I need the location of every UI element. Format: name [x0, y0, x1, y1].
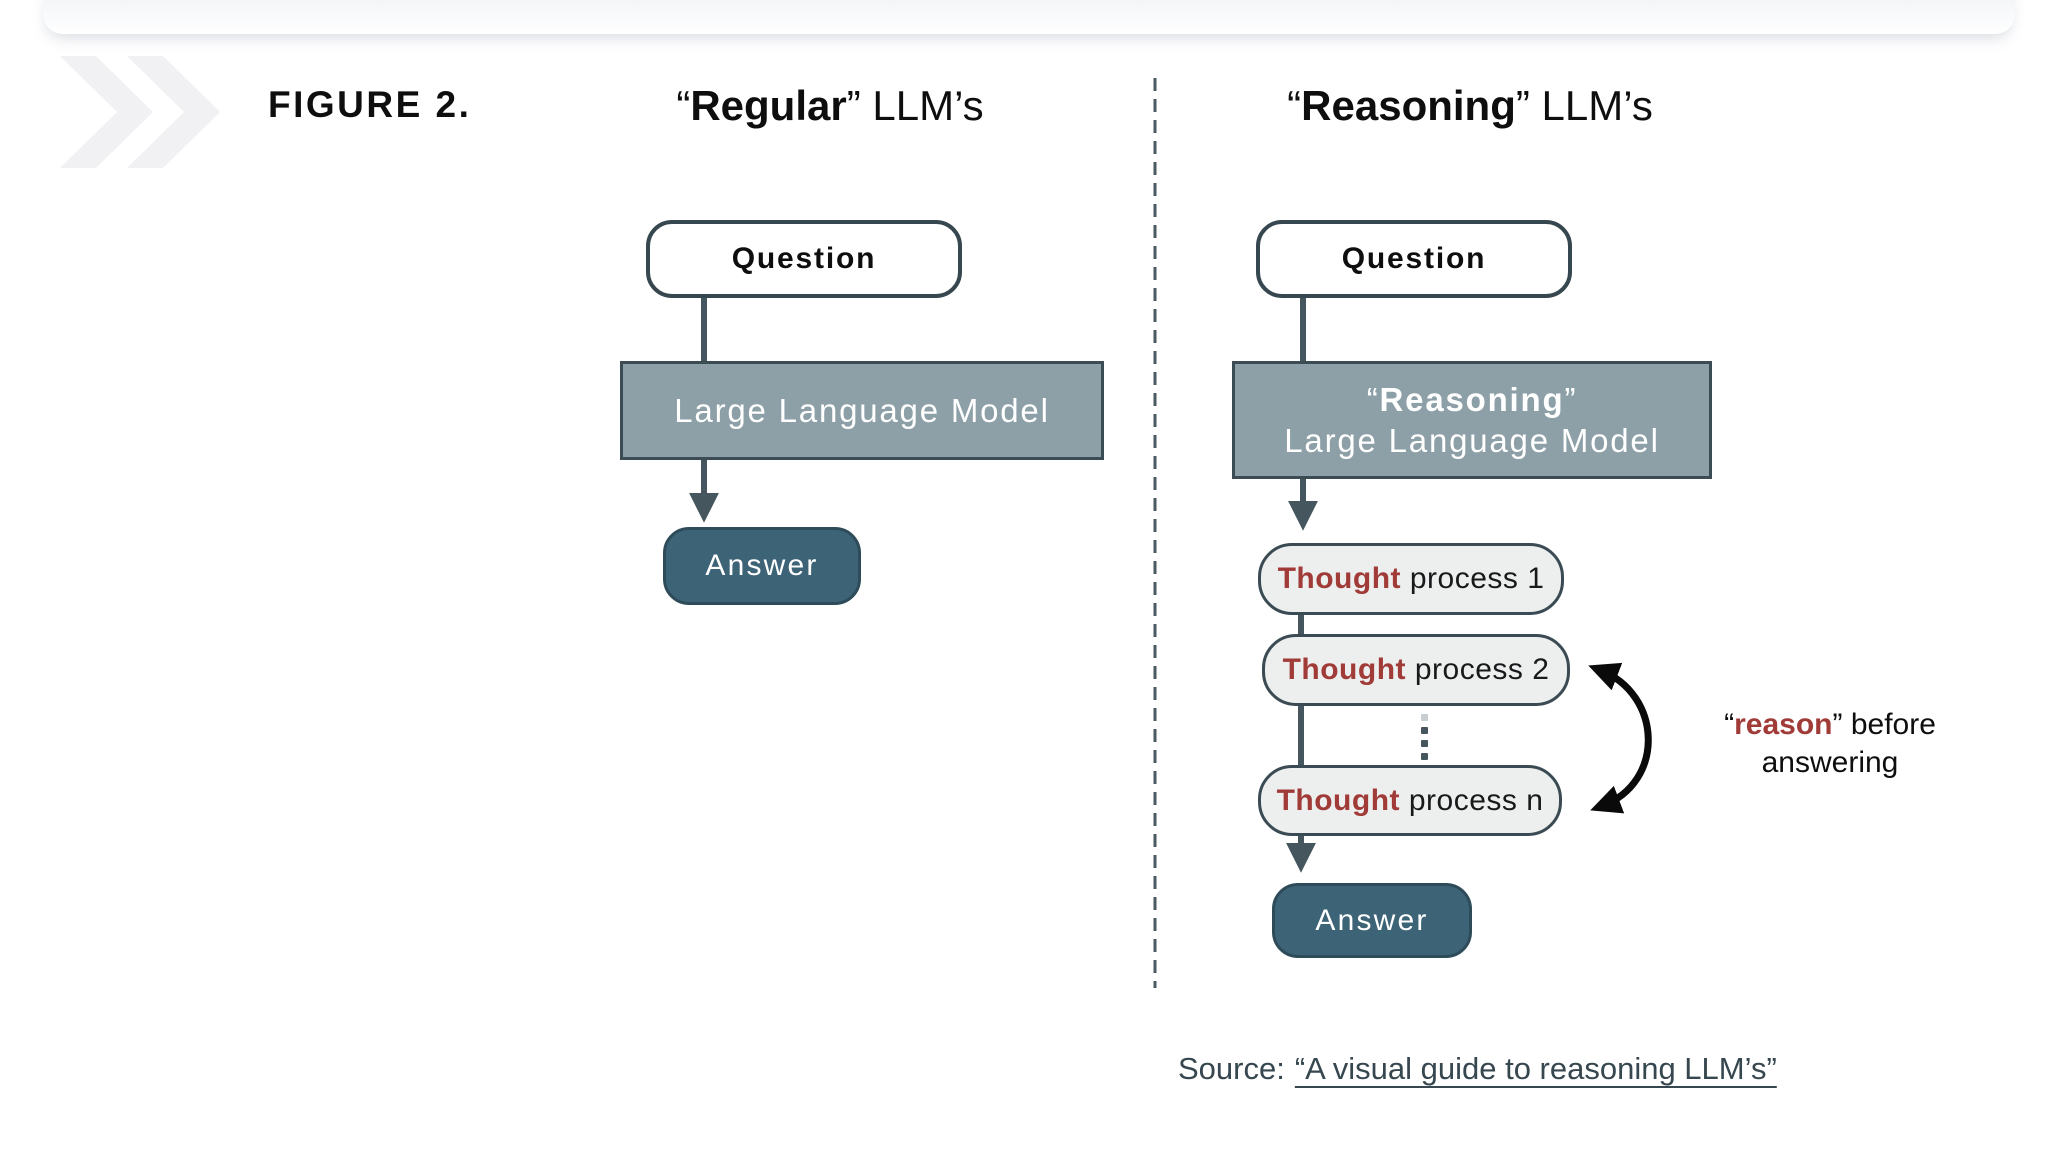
double-chevron-icon — [60, 56, 220, 168]
question-box-right: Question — [1256, 220, 1572, 298]
dot — [1421, 740, 1428, 747]
text-segment: LLM’s — [1529, 82, 1653, 129]
source-line: Source: “A visual guide to reasoning LLM… — [1178, 1051, 1777, 1087]
text-segment: process 2 — [1406, 653, 1550, 686]
reasoning-llm-box: “Reasoning” Large Language Model — [1232, 361, 1712, 479]
figure-label: FIGURE 2. — [268, 84, 472, 125]
text-segment: ” — [846, 82, 861, 129]
thought-label: Thought process 1 — [1278, 562, 1545, 596]
text-segment: ” — [1832, 708, 1843, 741]
text-segment: Regular — [690, 82, 847, 129]
text-segment: Reasoning — [1301, 82, 1516, 129]
text-segment: Thought — [1282, 653, 1407, 686]
llm-label-line1: “Reasoning” — [1284, 379, 1659, 420]
text-segment: process 1 — [1401, 562, 1545, 595]
thought-process-n-box: Thought process n — [1258, 765, 1562, 836]
thought-process-2-box: Thought process 2 — [1262, 634, 1570, 706]
text-segment: before — [1842, 708, 1936, 741]
thought-label: Thought process 2 — [1283, 653, 1550, 687]
llm-label-line2: Large Language Model — [1284, 422, 1660, 459]
answer-label: Answer — [705, 549, 819, 582]
reason-loop-arrow — [1588, 662, 1652, 814]
right-panel-heading: “Reasoning” LLM’s — [1180, 82, 1760, 130]
text-segment: “ — [1366, 381, 1380, 418]
text-segment: Reasoning — [1379, 381, 1565, 418]
answer-box-right: Answer — [1272, 883, 1472, 958]
llm-box-left: Large Language Model — [620, 361, 1104, 460]
llm-label: “Reasoning” Large Language Model — [1284, 379, 1659, 461]
thought-process-1-box: Thought process 1 — [1258, 543, 1564, 615]
dot — [1421, 714, 1428, 721]
annotation-line1: “reason” before — [1695, 706, 1965, 744]
question-label: Question — [1341, 242, 1487, 275]
reason-annotation: “reason” before answering — [1695, 706, 1965, 782]
text-segment: reason — [1734, 708, 1833, 741]
thought-label: Thought process n — [1277, 784, 1544, 818]
text-segment: “ — [1287, 82, 1302, 129]
dot — [1421, 727, 1428, 734]
source-label: Source: — [1178, 1051, 1285, 1086]
dot — [1421, 753, 1428, 760]
text-segment: ” — [1515, 82, 1530, 129]
answer-label: Answer — [1315, 903, 1429, 937]
left-panel-heading: “Regular” LLM’s — [550, 82, 1110, 130]
text-segment: Thought — [1276, 783, 1401, 817]
text-segment: process n — [1400, 783, 1544, 817]
text-segment: “ — [1724, 708, 1735, 741]
question-box-left: Question — [646, 220, 962, 298]
question-label: Question — [731, 242, 877, 275]
source-link[interactable]: “A visual guide to reasoning LLM’s” — [1294, 1051, 1777, 1086]
llm-label: Large Language Model — [674, 392, 1050, 429]
text-segment: Thought — [1277, 562, 1402, 595]
answer-box-left: Answer — [663, 527, 861, 605]
annotation-line2: answering — [1761, 746, 1899, 779]
text-segment: ” — [1564, 381, 1578, 418]
text-segment: “ — [676, 82, 691, 129]
ellipsis-dots — [1421, 714, 1428, 760]
top-card-edge — [43, 0, 2015, 34]
text-segment: LLM’s — [860, 82, 984, 129]
